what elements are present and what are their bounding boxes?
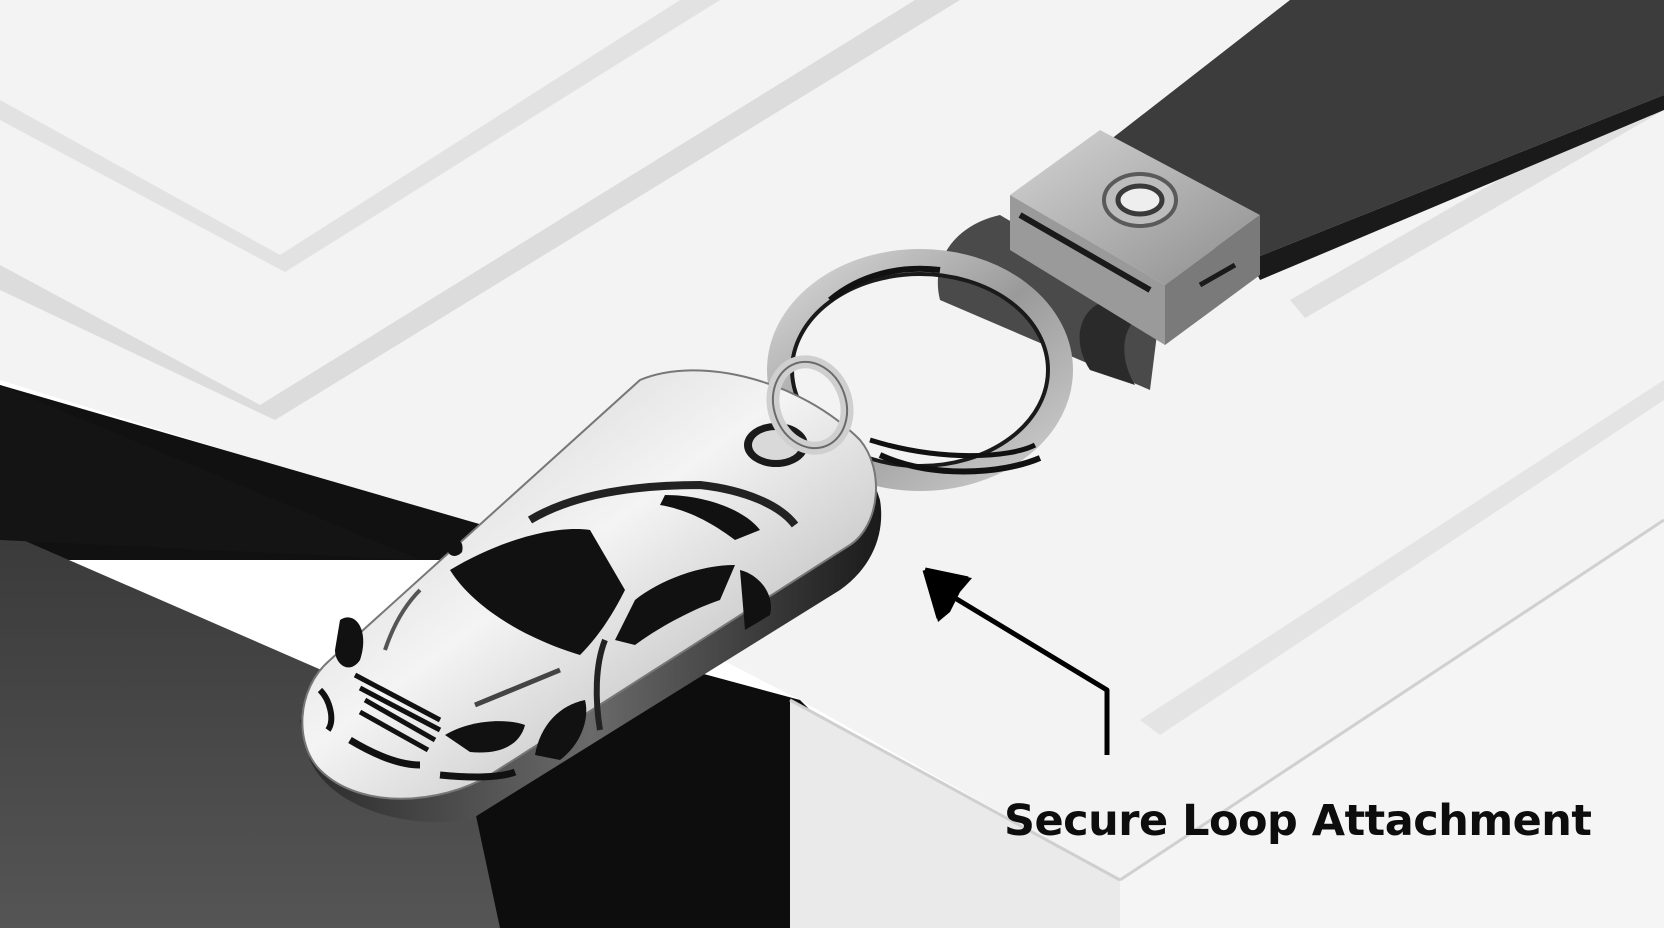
car-key-tag: [300, 355, 882, 823]
rivet-icon: [1102, 172, 1178, 228]
metal-clasp: [1010, 130, 1260, 345]
leather-strap: [937, 0, 1664, 390]
callout-label: Secure Loop Attachment: [1004, 796, 1592, 846]
car-silhouette-icon: [317, 480, 799, 781]
callout-arrow: [922, 567, 1110, 755]
